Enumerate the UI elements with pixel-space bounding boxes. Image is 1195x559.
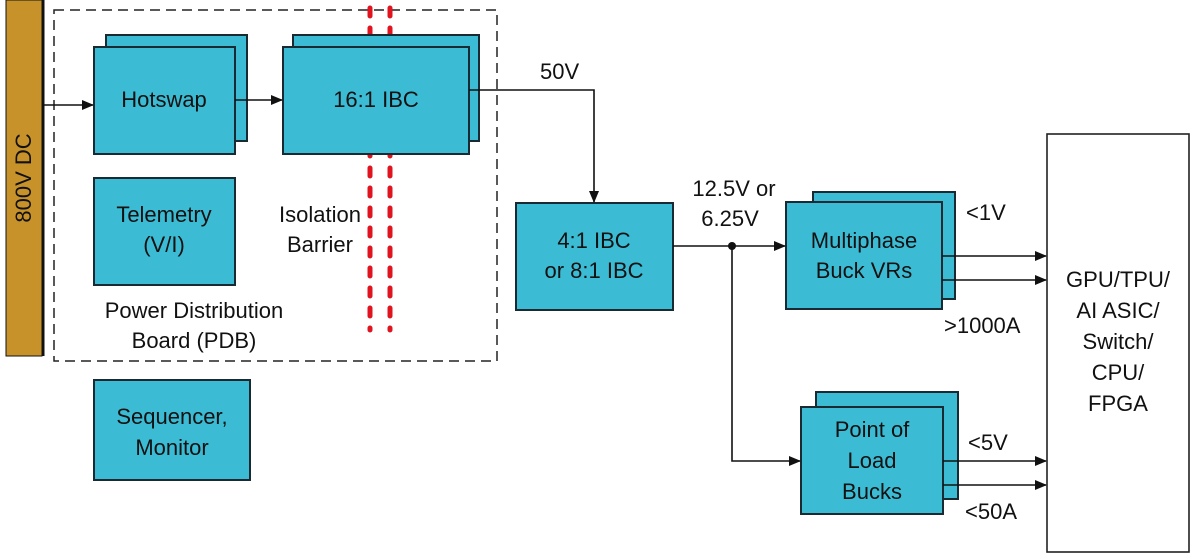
pol-block: Point of Load Bucks [800, 391, 959, 515]
label-lt1v: <1V [966, 200, 1006, 225]
load-label-line5: FPGA [1088, 391, 1148, 416]
load-label-line2: AI ASIC/ [1076, 298, 1160, 323]
pol-label-line1: Point of [835, 417, 910, 442]
isolation-label-line1: Isolation [279, 202, 361, 227]
telemetry-block: Telemetry (V/I) [93, 177, 236, 286]
sequencer-label-line1: Sequencer, [116, 404, 227, 429]
ibc-4-1-block: 4:1 IBC or 8:1 IBC [515, 202, 674, 311]
ibc-16-1-block: 16:1 IBC [282, 34, 480, 155]
multiphase-label-line2: Buck VRs [816, 258, 913, 283]
load-label-line4: CPU/ [1092, 360, 1145, 385]
pol-label-line2: Load [848, 448, 897, 473]
load-label-line1: GPU/TPU/ [1066, 267, 1171, 292]
isolation-label-line2: Barrier [287, 232, 353, 257]
telemetry-label-line2: (V/I) [143, 232, 185, 257]
multiphase-block: Multiphase Buck VRs [785, 191, 956, 310]
sequencer-block: Sequencer, Monitor [93, 379, 251, 481]
pdb-label-line1: Power Distribution [105, 298, 284, 323]
label-lt50a: <50A [965, 499, 1017, 524]
multiphase-label-line1: Multiphase [811, 228, 917, 253]
ibc-4-1-label-line2: or 8:1 IBC [544, 258, 643, 283]
hotswap-label: Hotswap [121, 87, 207, 112]
load-label-line3: Switch/ [1083, 329, 1155, 354]
wire-ibc16-to-ibc4 [469, 89, 599, 203]
label-12v-line2: 6.25V [701, 206, 759, 231]
label-lt5v: <5V [968, 430, 1008, 455]
ibc-16-1-label: 16:1 IBC [333, 87, 419, 112]
telemetry-label-line1: Telemetry [116, 202, 211, 227]
sequencer-label-line2: Monitor [135, 435, 208, 460]
isolation-barrier [367, 5, 393, 333]
wire-ibc4-to-pol [731, 246, 801, 466]
dc-bus-label: 800V DC [11, 133, 36, 222]
pdb-boundary [53, 9, 498, 362]
pdb-label-line2: Board (PDB) [132, 328, 257, 353]
dc-bus: 800V DC [5, 0, 45, 357]
pol-label-line3: Bucks [842, 479, 902, 504]
label-gt1000a: >1000A [944, 313, 1021, 338]
hotswap-block: Hotswap [93, 34, 248, 155]
ibc-4-1-label-line1: 4:1 IBC [557, 228, 630, 253]
label-50v: 50V [540, 59, 579, 84]
label-12v-line1: 12.5V or [692, 176, 775, 201]
load-block: GPU/TPU/ AI ASIC/ Switch/ CPU/ FPGA [1046, 133, 1190, 553]
